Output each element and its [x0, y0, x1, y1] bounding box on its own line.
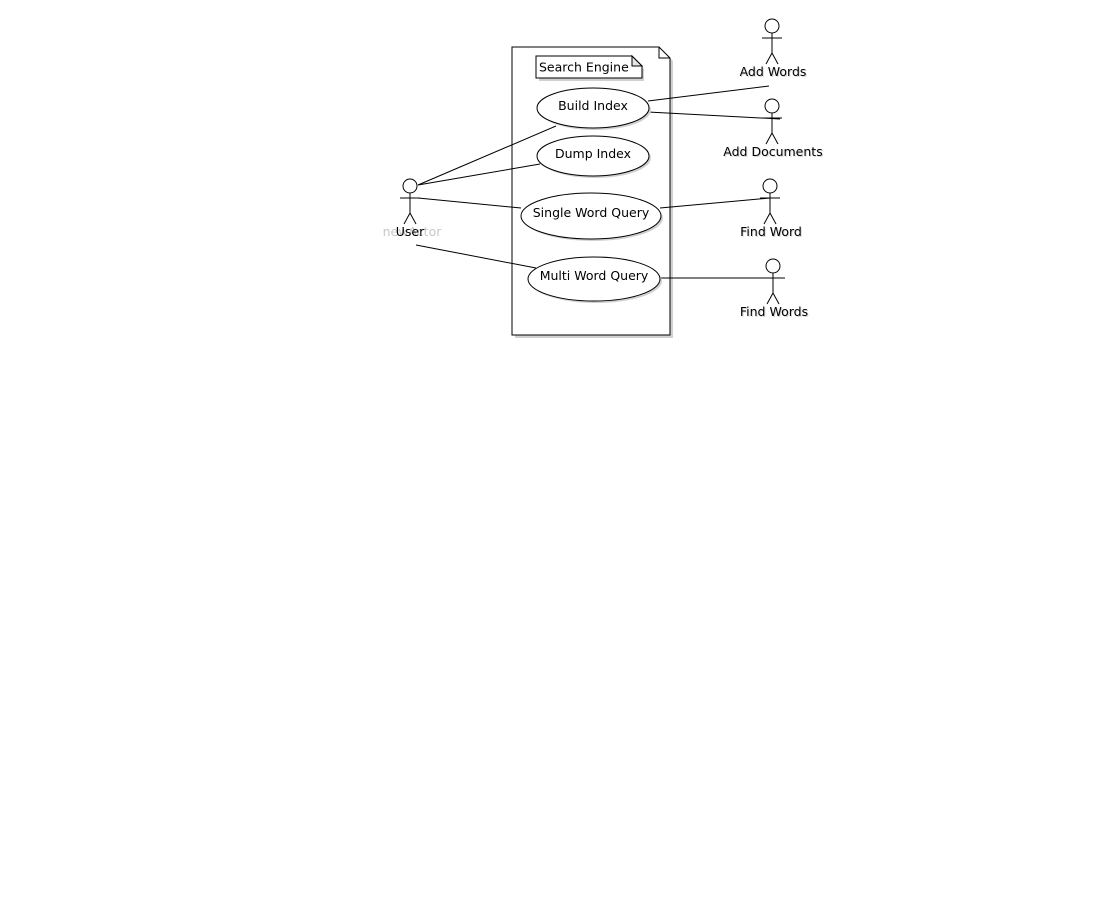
system-note[interactable]: Search Engine [535, 54, 644, 81]
actor-add-documents[interactable]: Add Documents Add Documents [723, 98, 824, 160]
stick-figure-icon [762, 98, 782, 145]
actor-label: Add Words [740, 64, 807, 79]
assoc-build-index-add-documents [647, 111, 781, 120]
assoc-single-word-query-find-word [659, 197, 771, 209]
actor-find-words[interactable]: Find Words Find Words [740, 258, 809, 320]
use-case-single-word-query[interactable]: Single Word Query [520, 192, 663, 241]
use-case-label: Multi Word Query [540, 268, 649, 283]
assoc-user-build-index [417, 125, 557, 186]
assoc-user-multi-word-query [415, 244, 537, 269]
use-case-build-index[interactable]: Build Index [536, 87, 651, 130]
stick-figure-icon [400, 178, 420, 225]
stick-figure-icon [763, 258, 783, 305]
use-case-label: Single Word Query [533, 205, 650, 220]
use-case-label: Build Index [558, 98, 628, 113]
use-case-multi-word-query[interactable]: Multi Word Query [527, 256, 662, 303]
actor-label-shadow: Find Words [741, 305, 809, 320]
actor-label-shadow: Add Words [741, 65, 808, 80]
actor-add-words[interactable]: Add Words Add Words [740, 18, 808, 80]
stick-figure-icon [760, 178, 780, 225]
system-note-label: Search Engine [539, 60, 629, 75]
actor-label: Find Words [740, 304, 808, 319]
actor-label-shadow: Add Documents [724, 145, 823, 160]
use-case-label: Dump Index [555, 146, 631, 161]
actor-ghost-label: newActor [383, 224, 443, 239]
assoc-user-dump-index [417, 163, 541, 186]
stick-figure-icon [762, 18, 782, 65]
assoc-user-single-word-query [417, 197, 522, 209]
actor-label: Find Word [740, 224, 802, 239]
actor-label: User [396, 224, 425, 239]
use-case-dump-index[interactable]: Dump Index [536, 135, 651, 178]
assoc-build-index-add-words [647, 85, 770, 102]
actor-label: Add Documents [723, 144, 822, 159]
actor-label-shadow: Find Word [741, 225, 803, 240]
actor-find-word[interactable]: Find Word Find Word [740, 178, 803, 240]
actor-user[interactable]: newActor User [383, 178, 443, 239]
